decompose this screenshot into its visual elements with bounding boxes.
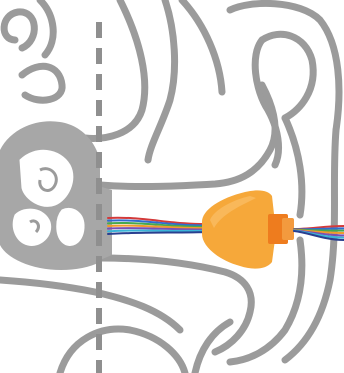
cavity-2 (13, 209, 50, 245)
earplug-tip-inner (282, 218, 294, 240)
canal-upper-wall (100, 85, 275, 187)
ossicle-loop-3 (40, 0, 53, 55)
antihelix (285, 118, 302, 215)
ossicle-loop-2 (22, 66, 62, 100)
pinna-top-curve (230, 3, 339, 130)
skull-contour-3 (182, 0, 222, 92)
skull-contour-1 (85, 0, 145, 138)
cavity-1 (20, 150, 73, 206)
lower-contour-1 (0, 280, 180, 330)
canal-lower-wall (100, 258, 251, 352)
earplug (202, 190, 294, 268)
pinna-right-edge (285, 130, 336, 360)
wire-dark-blue-in (108, 232, 210, 234)
lower-contour-2 (60, 329, 185, 373)
skull-contour-2 (148, 0, 175, 160)
ossicle-loop-1 (4, 12, 34, 48)
wire-cyan-in (108, 230, 210, 231)
wires (108, 218, 210, 234)
cavity-3 (57, 208, 84, 245)
